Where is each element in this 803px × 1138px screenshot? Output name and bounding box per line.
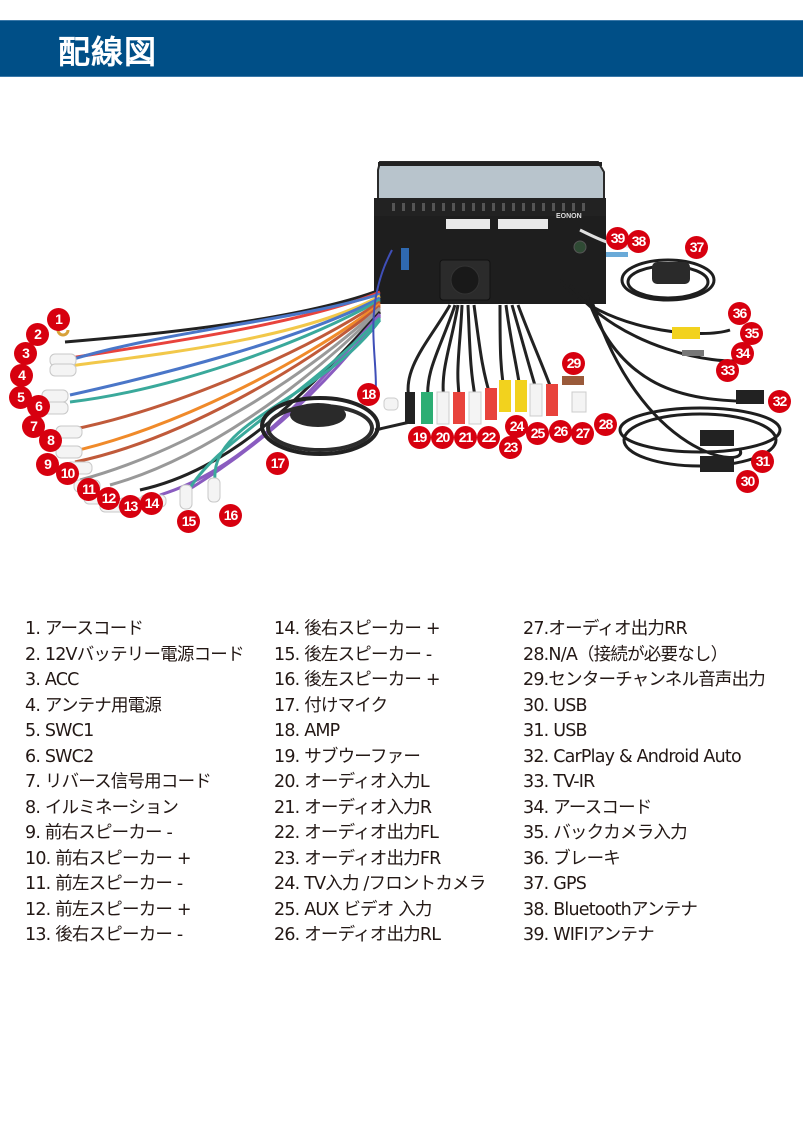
- ground-ring-terminal: [56, 329, 70, 337]
- badge-27: 27: [571, 422, 594, 445]
- legend-item: 13. 後右スピーカー -: [25, 925, 183, 945]
- legend-item: 20. オーディオ入力L: [274, 772, 430, 792]
- legend-item: 5. SWC1: [25, 721, 94, 741]
- title-banner: 配線図: [0, 20, 803, 77]
- badge-29: 29: [562, 352, 585, 375]
- legend-column-3: 27.オーディオ出力RR 28.N/A（接続が必要なし） 29.センターチャンネ…: [523, 617, 766, 949]
- legend-item: 24. TV入力 /フロントカメラ: [274, 874, 486, 894]
- badge-15: 15: [177, 510, 200, 533]
- head-unit: [374, 161, 606, 304]
- badge-9: 9: [36, 453, 59, 476]
- legend-item: 33. TV-IR: [523, 772, 595, 792]
- audio-jack-plug: [682, 350, 704, 356]
- badge-12: 12: [97, 487, 120, 510]
- badge-20: 20: [431, 426, 454, 449]
- legend-item: 19. サブウーファー: [274, 746, 421, 767]
- page-title: 配線図: [58, 33, 158, 71]
- legend-item: 4. アンテナ用電源: [25, 695, 162, 716]
- legend-item: 23. オーディオ出力FR: [274, 848, 441, 869]
- badge-22: 22: [477, 426, 500, 449]
- power-speaker-harness: [64, 288, 382, 497]
- badge-36: 36: [728, 302, 751, 325]
- badge-10: 10: [56, 462, 79, 485]
- brand-label: EONON: [556, 213, 582, 220]
- badge-39: 39: [606, 227, 629, 250]
- carplay-usb-plug: [736, 390, 764, 404]
- badge-3: 3: [14, 342, 37, 365]
- legend-item: 26. オーディオ出力RL: [274, 925, 441, 945]
- badge-31: 31: [751, 450, 774, 473]
- badge-13: 13: [119, 495, 142, 518]
- legend-item: 27.オーディオ出力RR: [523, 619, 688, 639]
- badge-16: 16: [219, 504, 242, 527]
- badge-11: 11: [77, 478, 100, 501]
- badge-32: 32: [768, 390, 791, 413]
- badge-18: 18: [357, 383, 380, 406]
- badge-1: 1: [47, 308, 70, 331]
- badge-37: 37: [685, 236, 708, 259]
- legend-item: 11. 前左スピーカー -: [25, 874, 183, 894]
- badge-17: 17: [266, 452, 289, 475]
- badge-30: 30: [736, 470, 759, 493]
- badge-21: 21: [454, 426, 477, 449]
- legend-item: 37. GPS: [523, 874, 587, 894]
- legend-item: 29.センターチャンネル音声出力: [523, 670, 766, 690]
- usb-plug-31: [700, 430, 734, 446]
- legend-item: 22. オーディオ出力FL: [274, 823, 439, 843]
- wiring-diagram-illustration: EONON: [0, 140, 803, 540]
- legend-item: 31. USB: [523, 721, 588, 741]
- badge-14: 14: [140, 492, 163, 515]
- badge-5: 5: [9, 386, 32, 409]
- legend-item: 3. ACC: [25, 670, 79, 690]
- legend-item: 32. CarPlay & Android Auto: [523, 746, 742, 767]
- badge-33: 33: [716, 359, 739, 382]
- legend-item: 30. USB: [523, 695, 588, 716]
- legend-item: 16. 後左スピーカー +: [274, 670, 441, 690]
- badge-24: 24: [505, 415, 528, 438]
- badge-19: 19: [408, 426, 431, 449]
- badge-2: 2: [26, 323, 49, 346]
- badge-23: 23: [499, 436, 522, 459]
- rca-plugs: [383, 376, 587, 425]
- badge-8: 8: [39, 429, 62, 452]
- legend-item: 15. 後左スピーカー -: [274, 644, 432, 665]
- legend-column-1: 1. アースコード 2. 12Vバッテリー電源コード 3. ACC 4. アンテ…: [25, 617, 245, 949]
- wiring-harness-drawing: EONON: [41, 161, 782, 513]
- legend-item: 6. SWC2: [25, 746, 94, 767]
- legend-item: 35. バックカメラ入力: [523, 823, 688, 843]
- legend-item: 7. リバース信号用コード: [25, 772, 212, 792]
- legend-item: 12. 前左スピーカー +: [25, 899, 192, 920]
- legend-item: 14. 後右スピーカー +: [274, 619, 441, 639]
- legend-column-2: 14. 後右スピーカー + 15. 後左スピーカー - 16. 後左スピーカー …: [274, 617, 486, 949]
- legend-item: 2. 12Vバッテリー電源コード: [25, 644, 245, 665]
- legend-item: 39. WIFIアンテナ: [523, 925, 655, 945]
- legend-item: 28.N/A（接続が必要なし）: [523, 644, 728, 665]
- usb-plug-30: [700, 456, 734, 472]
- badge-7: 7: [22, 415, 45, 438]
- gps-antenna: [652, 262, 690, 284]
- legend-item: 38. Bluetoothアンテナ: [523, 899, 698, 920]
- legend-item: 10. 前右スピーカー +: [25, 848, 192, 869]
- camera-rca-plug: [672, 327, 700, 339]
- wifi-antenna-plug: [606, 252, 628, 257]
- legend-item: 18. AMP: [274, 721, 340, 741]
- badge-28: 28: [594, 413, 617, 436]
- legend-item: 21. オーディオ入力R: [274, 797, 432, 818]
- badge-25: 25: [526, 422, 549, 445]
- legend-item: 1. アースコード: [25, 619, 144, 639]
- legend-item: 36. ブレーキ: [523, 848, 621, 869]
- legend-item: 25. AUX ビデオ 入力: [274, 899, 432, 920]
- badge-4: 4: [10, 364, 33, 387]
- badge-6: 6: [27, 395, 50, 418]
- badge-34: 34: [731, 342, 754, 365]
- legend-item: 34. アースコード: [523, 797, 652, 818]
- badge-26: 26: [549, 420, 572, 443]
- legend-item: 8. イルミネーション: [25, 797, 179, 818]
- legend-item: 9. 前右スピーカー -: [25, 823, 173, 843]
- badge-35: 35: [740, 322, 763, 345]
- badge-38: 38: [627, 230, 650, 253]
- legend-item: 17. 付けマイク: [274, 695, 388, 716]
- microphone-cable: [260, 396, 411, 456]
